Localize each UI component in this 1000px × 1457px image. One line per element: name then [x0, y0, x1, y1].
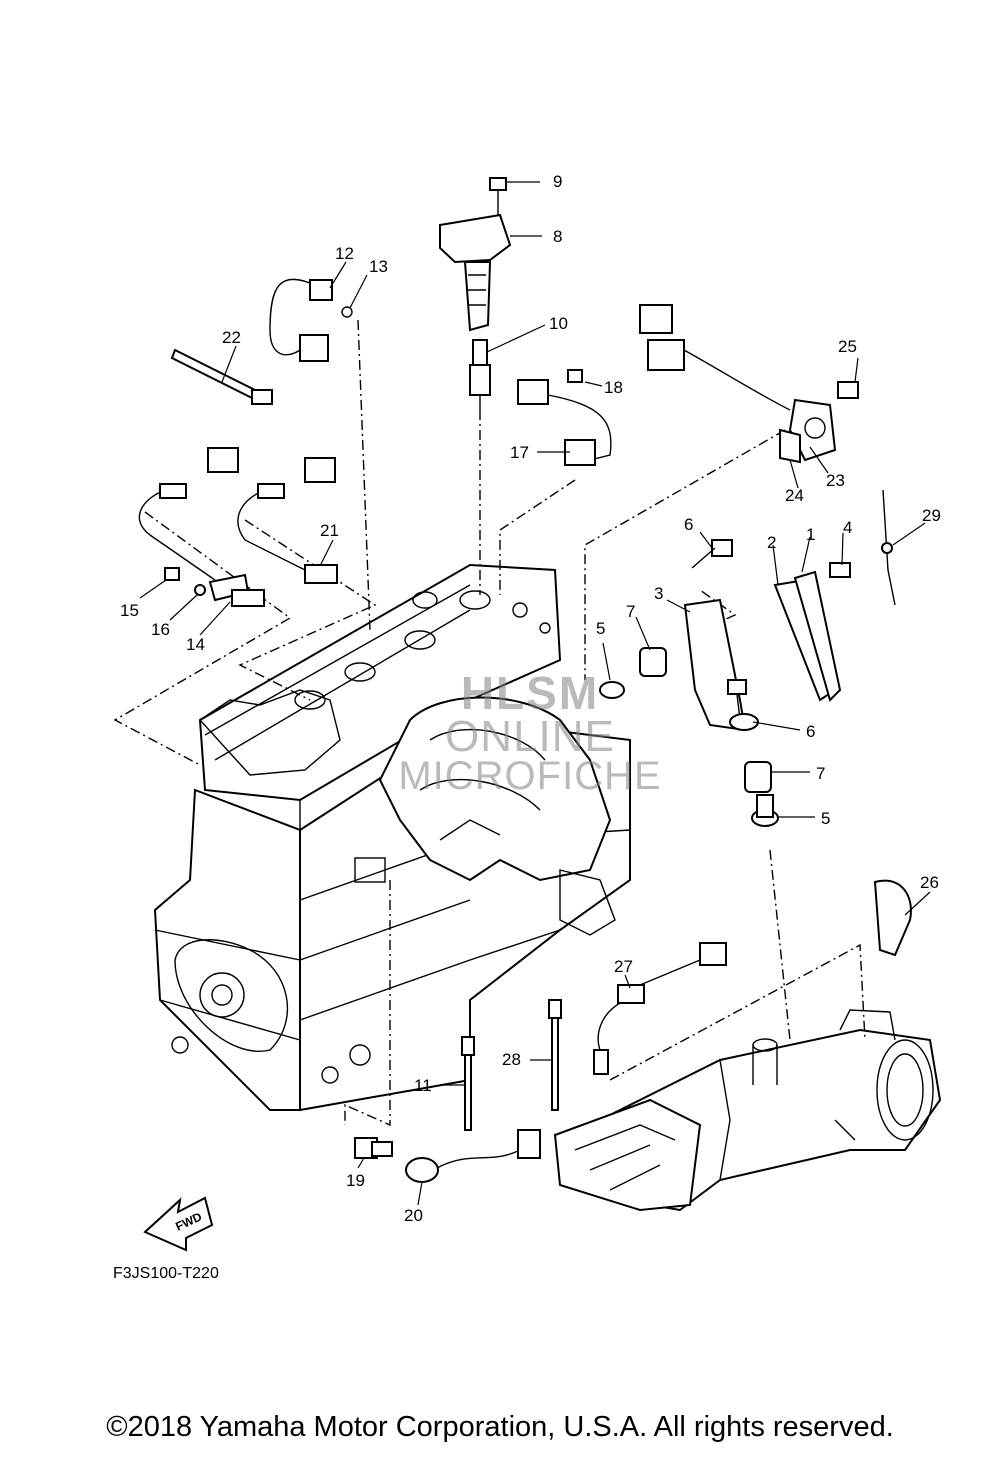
callout-20: 20: [404, 1206, 423, 1225]
callout-7-upper: 7: [626, 602, 635, 621]
callout-24: 24: [785, 486, 804, 505]
callout-25: 25: [838, 337, 857, 356]
callout-numbers: 1 2 3 4 5 5 6 6 7 7 8 9 10 11 12 13 14 1…: [120, 172, 941, 1225]
engine-block: [153, 563, 631, 1112]
fwd-arrow: FWD: [143, 1196, 214, 1252]
grommet-7-lower: [744, 761, 772, 793]
callout-21: 21: [320, 521, 339, 540]
callout-6-lower: 6: [806, 722, 815, 741]
callout-19: 19: [346, 1171, 365, 1190]
clamp-26: [873, 879, 912, 957]
callout-28: 28: [502, 1050, 521, 1069]
o2-sensor-12: [269, 278, 353, 362]
alignment-lines: [113, 319, 866, 1127]
callout-1: 1: [806, 525, 815, 544]
callout-16: 16: [151, 620, 170, 639]
callout-3: 3: [654, 584, 663, 603]
coil-bolt: [489, 177, 507, 215]
callout-5-lower: 5: [821, 809, 830, 828]
callout-27: 27: [614, 957, 633, 976]
grommet-7-upper: [639, 647, 667, 677]
callout-5-upper: 5: [596, 619, 605, 638]
callout-11: 11: [414, 1076, 432, 1095]
cable-tie-29: [881, 489, 896, 606]
callout-8: 8: [553, 227, 562, 246]
callout-18: 18: [604, 378, 623, 397]
bolt-6-lower: [727, 679, 759, 731]
callout-9: 9: [553, 172, 562, 191]
collar-5-lower: [751, 794, 779, 827]
collar-5-upper: [599, 681, 625, 699]
callout-7-lower: 7: [816, 764, 825, 783]
callout-22: 22: [222, 328, 241, 347]
sensor-21: [237, 457, 338, 584]
callout-17: 17: [510, 443, 529, 462]
sensor-19: [354, 1137, 393, 1159]
copyright-notice: ©2018 Yamaha Motor Corporation, U.S.A. A…: [106, 1411, 894, 1443]
callout-10: 10: [549, 314, 568, 333]
cable-tie-28: [548, 999, 562, 1111]
callout-14: 14: [186, 635, 205, 654]
leader-lines: [139, 181, 931, 1206]
spark-plug: [469, 339, 491, 410]
sensor-22: [170, 348, 273, 405]
ignition-coil: [439, 213, 512, 332]
callout-2: 2: [767, 533, 776, 552]
callout-29: 29: [922, 506, 941, 525]
cable-tie-11: [461, 1036, 475, 1131]
callout-6-upper: 6: [684, 515, 693, 534]
callout-4: 4: [843, 518, 852, 537]
exhaust-manifold: [553, 1009, 942, 1212]
callout-26: 26: [920, 873, 939, 892]
throttle-sensor-plate: [683, 539, 851, 732]
knock-sensor-20: [405, 1129, 541, 1183]
callout-13: 13: [369, 257, 388, 276]
diagram-code: F3JS100-T220: [113, 1265, 219, 1282]
callout-23: 23: [826, 471, 845, 490]
sensor-harness-23: [639, 304, 859, 464]
callout-15: 15: [120, 601, 139, 620]
sensor-harness-14: [138, 447, 265, 607]
callout-12: 12: [335, 244, 354, 263]
sensor-27: [593, 942, 727, 1075]
